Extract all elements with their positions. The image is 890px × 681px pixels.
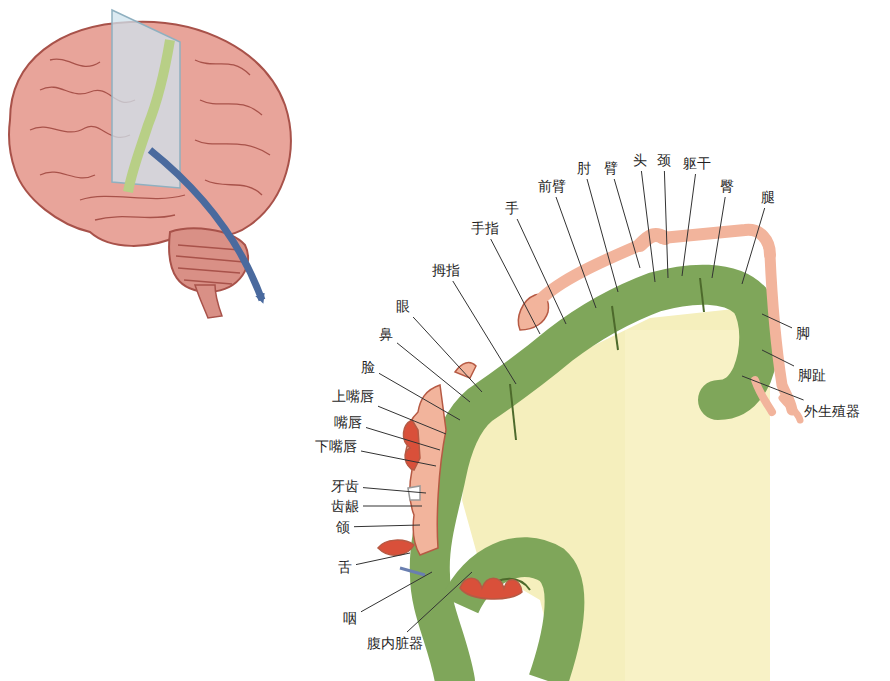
part-label: 眼 bbox=[395, 298, 411, 314]
leader-line bbox=[361, 451, 436, 466]
part-label: 颌 bbox=[335, 519, 351, 535]
part-label: 肘 bbox=[576, 160, 592, 176]
leader-line bbox=[363, 506, 422, 507]
leader-line bbox=[762, 314, 792, 328]
part-label: 手指 bbox=[470, 220, 500, 236]
cortex-section bbox=[430, 278, 770, 681]
leader-line bbox=[354, 525, 420, 527]
leader-line bbox=[366, 428, 440, 451]
part-label: 齿龈 bbox=[330, 498, 360, 514]
part-label: 下嘴唇 bbox=[314, 438, 358, 454]
part-label: 上嘴唇 bbox=[331, 388, 375, 404]
leader-line bbox=[517, 219, 566, 324]
leader-line bbox=[397, 343, 470, 402]
leader-line bbox=[742, 208, 765, 284]
leader-line bbox=[491, 239, 540, 334]
part-label: 外生殖器 bbox=[803, 403, 861, 419]
brain-figure bbox=[9, 10, 291, 318]
leader-line bbox=[682, 174, 696, 276]
leader-line bbox=[762, 350, 794, 366]
part-label: 舌 bbox=[337, 559, 353, 575]
leader-line bbox=[407, 572, 472, 632]
part-label: 嘴唇 bbox=[333, 414, 363, 430]
leader-line bbox=[379, 373, 460, 420]
leader-line bbox=[641, 171, 655, 282]
part-label: 拇指 bbox=[431, 262, 461, 278]
part-label: 头 bbox=[632, 152, 648, 168]
leader-line bbox=[587, 179, 618, 292]
leader-line bbox=[664, 171, 668, 278]
leader-line bbox=[363, 488, 426, 493]
leader-line bbox=[413, 317, 482, 392]
part-label: 脚 bbox=[795, 325, 811, 341]
part-label: 牙齿 bbox=[330, 478, 360, 494]
part-label: 臀 bbox=[719, 178, 735, 194]
leader-line bbox=[356, 553, 410, 565]
leader-line bbox=[614, 179, 640, 268]
part-label: 脸 bbox=[360, 359, 376, 375]
part-label: 躯干 bbox=[682, 155, 712, 171]
part-label: 手 bbox=[504, 200, 520, 216]
part-label: 臂 bbox=[603, 160, 619, 176]
leader-line bbox=[361, 572, 432, 612]
part-label: 颈 bbox=[656, 152, 672, 168]
part-label: 咽 bbox=[342, 610, 358, 626]
leader-line bbox=[453, 281, 516, 384]
leader-line bbox=[378, 406, 446, 434]
leader-line bbox=[742, 376, 804, 400]
leader-line bbox=[556, 197, 596, 308]
part-label: 鼻 bbox=[378, 326, 394, 342]
part-label: 腿 bbox=[760, 189, 776, 205]
part-label: 前臂 bbox=[537, 178, 567, 194]
homunculus bbox=[378, 230, 800, 599]
part-label: 腹内脏器 bbox=[366, 635, 424, 651]
part-label: 脚趾 bbox=[797, 367, 827, 383]
leader-line bbox=[712, 197, 725, 278]
